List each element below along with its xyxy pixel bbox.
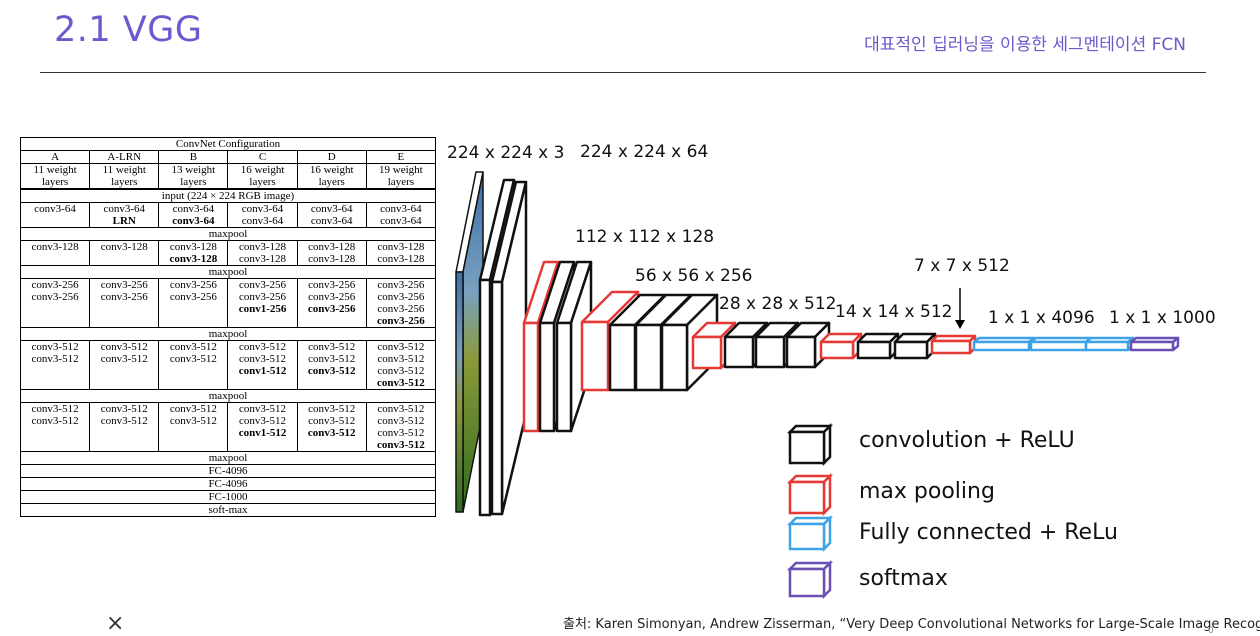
col-c: C xyxy=(227,150,298,164)
input-row: input (224 × 224 RGB image) xyxy=(20,188,436,203)
legend-conv-icon xyxy=(786,422,834,467)
block1-a: conv3-64 xyxy=(19,202,91,228)
legend-softmax-icon xyxy=(786,559,834,600)
legend-fc-label: Fully connected + ReLu xyxy=(859,520,1118,545)
pool5-block xyxy=(930,334,977,355)
block2-a: conv3-128 xyxy=(19,240,91,266)
legend-pool-icon xyxy=(786,472,834,517)
dim-label-conv5: 14 x 14 x 512 xyxy=(835,302,953,322)
conv1-block-2 xyxy=(490,180,528,516)
dim-label-conv3: 56 x 56 x 256 xyxy=(635,266,753,286)
legend-icons xyxy=(786,422,834,600)
page-title: 2.1 VGG xyxy=(54,10,203,50)
close-icon[interactable]: × xyxy=(106,611,125,636)
fc-block-3 xyxy=(1084,336,1135,352)
citation: 출처: Karen Simonyan, Andrew Zisserman, “V… xyxy=(563,617,1260,632)
maxpool-row: maxpool xyxy=(20,227,436,241)
conv5-block-1 xyxy=(856,332,900,360)
pool3-block xyxy=(691,321,737,370)
legend-pool-label: max pooling xyxy=(859,479,995,504)
pointer-arrow xyxy=(955,288,965,329)
legend-softmax-label: softmax xyxy=(859,566,948,591)
table-header: ConvNet Configuration xyxy=(20,137,436,151)
col-e: E xyxy=(365,150,437,164)
fc-row-2: FC-4096 xyxy=(20,477,436,491)
vgg-architecture-diagram xyxy=(455,171,1180,517)
legend-conv-label: convolution + ReLU xyxy=(859,428,1075,453)
col-a-lrn: A-LRN xyxy=(89,150,160,164)
fc-block-2 xyxy=(1029,336,1093,352)
input-image-block xyxy=(455,171,484,513)
dim-label-conv4: 28 x 28 x 512 xyxy=(719,294,837,314)
col-d: D xyxy=(296,150,367,164)
fc-row-1: FC-4096 xyxy=(20,464,436,478)
conv5-block-2 xyxy=(893,332,937,360)
page-number: 0 xyxy=(1208,626,1214,636)
convnet-config-table: ConvNet Configuration A A-LRN B C D E 11… xyxy=(19,137,437,517)
col-b: B xyxy=(158,150,229,164)
dim-label-pool5: 7 x 7 x 512 xyxy=(914,256,1010,276)
maxpool-row: maxpool xyxy=(20,327,436,341)
dim-label-conv1: 224 x 224 x 64 xyxy=(580,142,709,162)
legend-fc-icon xyxy=(786,514,834,553)
col-a: A xyxy=(19,150,91,164)
pool4-block xyxy=(819,332,863,360)
dim-label-output: 1 x 1 x 1000 xyxy=(1109,308,1216,328)
dim-label-fc: 1 x 1 x 4096 xyxy=(988,308,1095,328)
fc-block-1 xyxy=(972,336,1036,352)
maxpool-row: maxpool xyxy=(20,451,436,465)
maxpool-row: maxpool xyxy=(20,265,436,279)
title-divider xyxy=(40,72,1206,73)
dim-label-conv2: 112 x 112 x 128 xyxy=(575,227,715,247)
dim-label-input: 224 x 224 x 3 xyxy=(447,143,565,163)
softmax-row: soft-max xyxy=(20,503,436,517)
page-subtitle: 대표적인 딥러닝을 이용한 세그멘테이션 FCN xyxy=(864,35,1186,55)
softmax-block xyxy=(1129,336,1180,352)
maxpool-row: maxpool xyxy=(20,389,436,403)
block2-a-lrn: conv3-128 xyxy=(89,240,160,266)
fc-row-3: FC-1000 xyxy=(20,490,436,504)
